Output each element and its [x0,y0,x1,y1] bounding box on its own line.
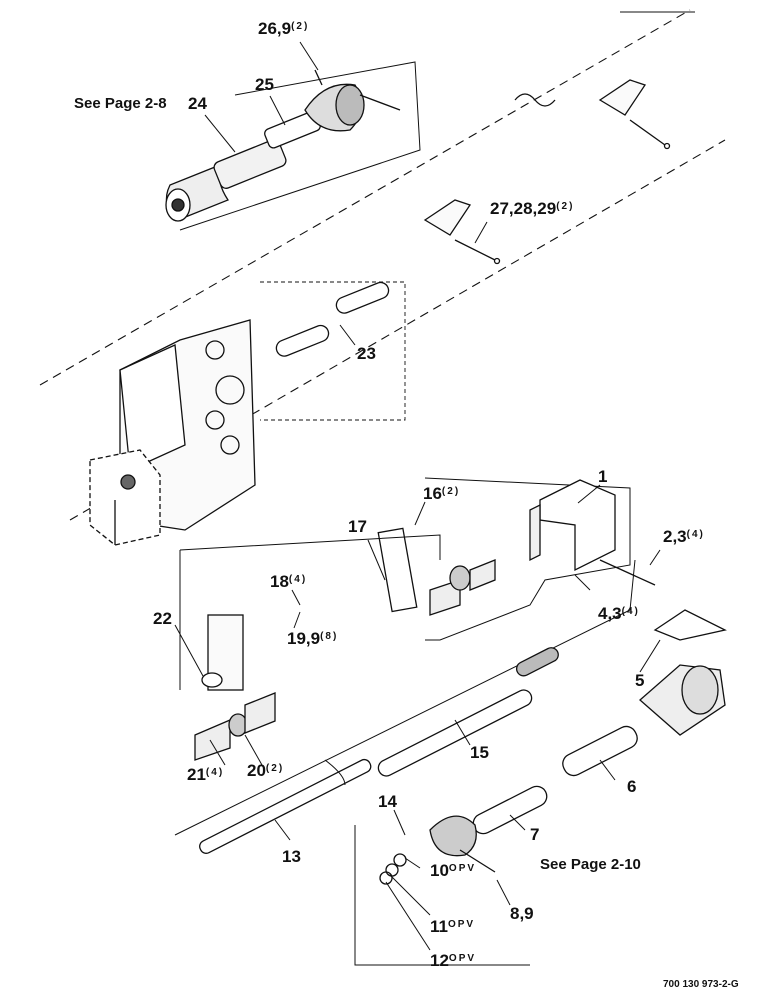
callout-6: 6 [627,778,636,795]
callout-24: 24 [188,95,207,112]
callout-5: 5 [635,672,644,689]
callout-number: 1 [598,467,608,486]
shield-1-assembly [377,477,631,641]
callout-number: 8,9 [510,904,534,923]
figure-id: 700 130 973-2-G [663,980,739,990]
callout-qty: (2) [441,486,461,497]
callout-number: 4,3 [598,604,622,623]
callout-qty: OPV [448,953,477,964]
gearbox-housing [89,319,256,546]
callout-qty: (4) [288,574,308,585]
callout-qty: (4) [621,606,640,617]
callout-qty: (2) [265,763,285,774]
callout-number: 5 [635,671,645,690]
callout-17: 17 [348,518,367,535]
callout-number: 18 [270,572,289,591]
callout-10: 10OPV [430,862,476,879]
lower-driveline [354,559,727,966]
callout-number: 26,9 [258,19,292,38]
callout-13: 13 [282,848,301,865]
callout-11: 11OPV [430,918,475,935]
shafts-13-15 [174,559,636,854]
tube-23 [260,281,406,421]
callout-qty: (8) [320,631,339,642]
callout-number: 12 [430,951,449,970]
callout-number: 2,3 [663,527,687,546]
callout-number: 13 [282,847,301,866]
callout-19-9: 19,9(8) [287,630,338,647]
callout-qty: (2) [556,201,575,212]
callout-number: 25 [255,75,274,94]
see-page-top: See Page 2-8 [74,96,167,111]
callout-qty: OPV [447,919,476,930]
leader-lines [174,41,661,951]
callout-number: 23 [357,344,376,363]
callout-18: 18(4) [270,573,307,590]
callout-number: 11 [430,917,448,936]
callout-23: 23 [357,345,376,362]
callout-number: 21 [187,765,206,784]
callout-number: 16 [423,484,442,503]
callout-qty: OPV [448,863,477,874]
callout-15: 15 [470,744,489,761]
callout-number: 19,9 [287,629,321,648]
callout-number: 6 [627,777,637,796]
figure-id-text: 700 130 973-2-G [663,979,739,990]
callout-number: 24 [188,94,207,113]
callout-number: 20 [247,761,266,780]
callout-qty: (2) [291,21,310,32]
callout-number: 22 [153,609,172,628]
callout-number: 7 [530,825,540,844]
callout-4-3: 4,3(4) [598,605,640,622]
bearing-22-assembly [179,534,441,761]
callout-25: 25 [255,76,274,93]
callout-14: 14 [378,793,397,810]
callout-number: 17 [348,517,367,536]
callout-2-3: 2,3(4) [663,528,705,545]
callout-qty: (4) [205,767,225,778]
callout-16: 16(2) [423,485,460,502]
callout-21: 21(4) [187,766,224,783]
callout-number: 15 [470,743,489,762]
callout-27-28-29: 27,28,29(2) [490,200,574,217]
callout-qty: (4) [686,529,705,540]
callout-22: 22 [153,610,172,627]
callout-number: 10 [430,861,449,880]
callout-12: 12OPV [430,952,476,969]
see-page-text: See Page 2-8 [74,95,167,112]
callout-number: 14 [378,792,397,811]
driveline-24-25 [165,61,421,231]
callout-26-9: 26,9(2) [258,20,309,37]
callout-7: 7 [530,826,539,843]
callout-number: 27,28,29 [490,199,557,218]
callout-8-9: 8,9 [510,905,534,922]
see-page-bottom: See Page 2-10 [540,857,641,872]
frame-brackets [423,79,671,265]
callout-1: 1 [598,468,607,485]
callout-20: 20(2) [247,762,284,779]
see-page-text: See Page 2-10 [540,856,641,873]
